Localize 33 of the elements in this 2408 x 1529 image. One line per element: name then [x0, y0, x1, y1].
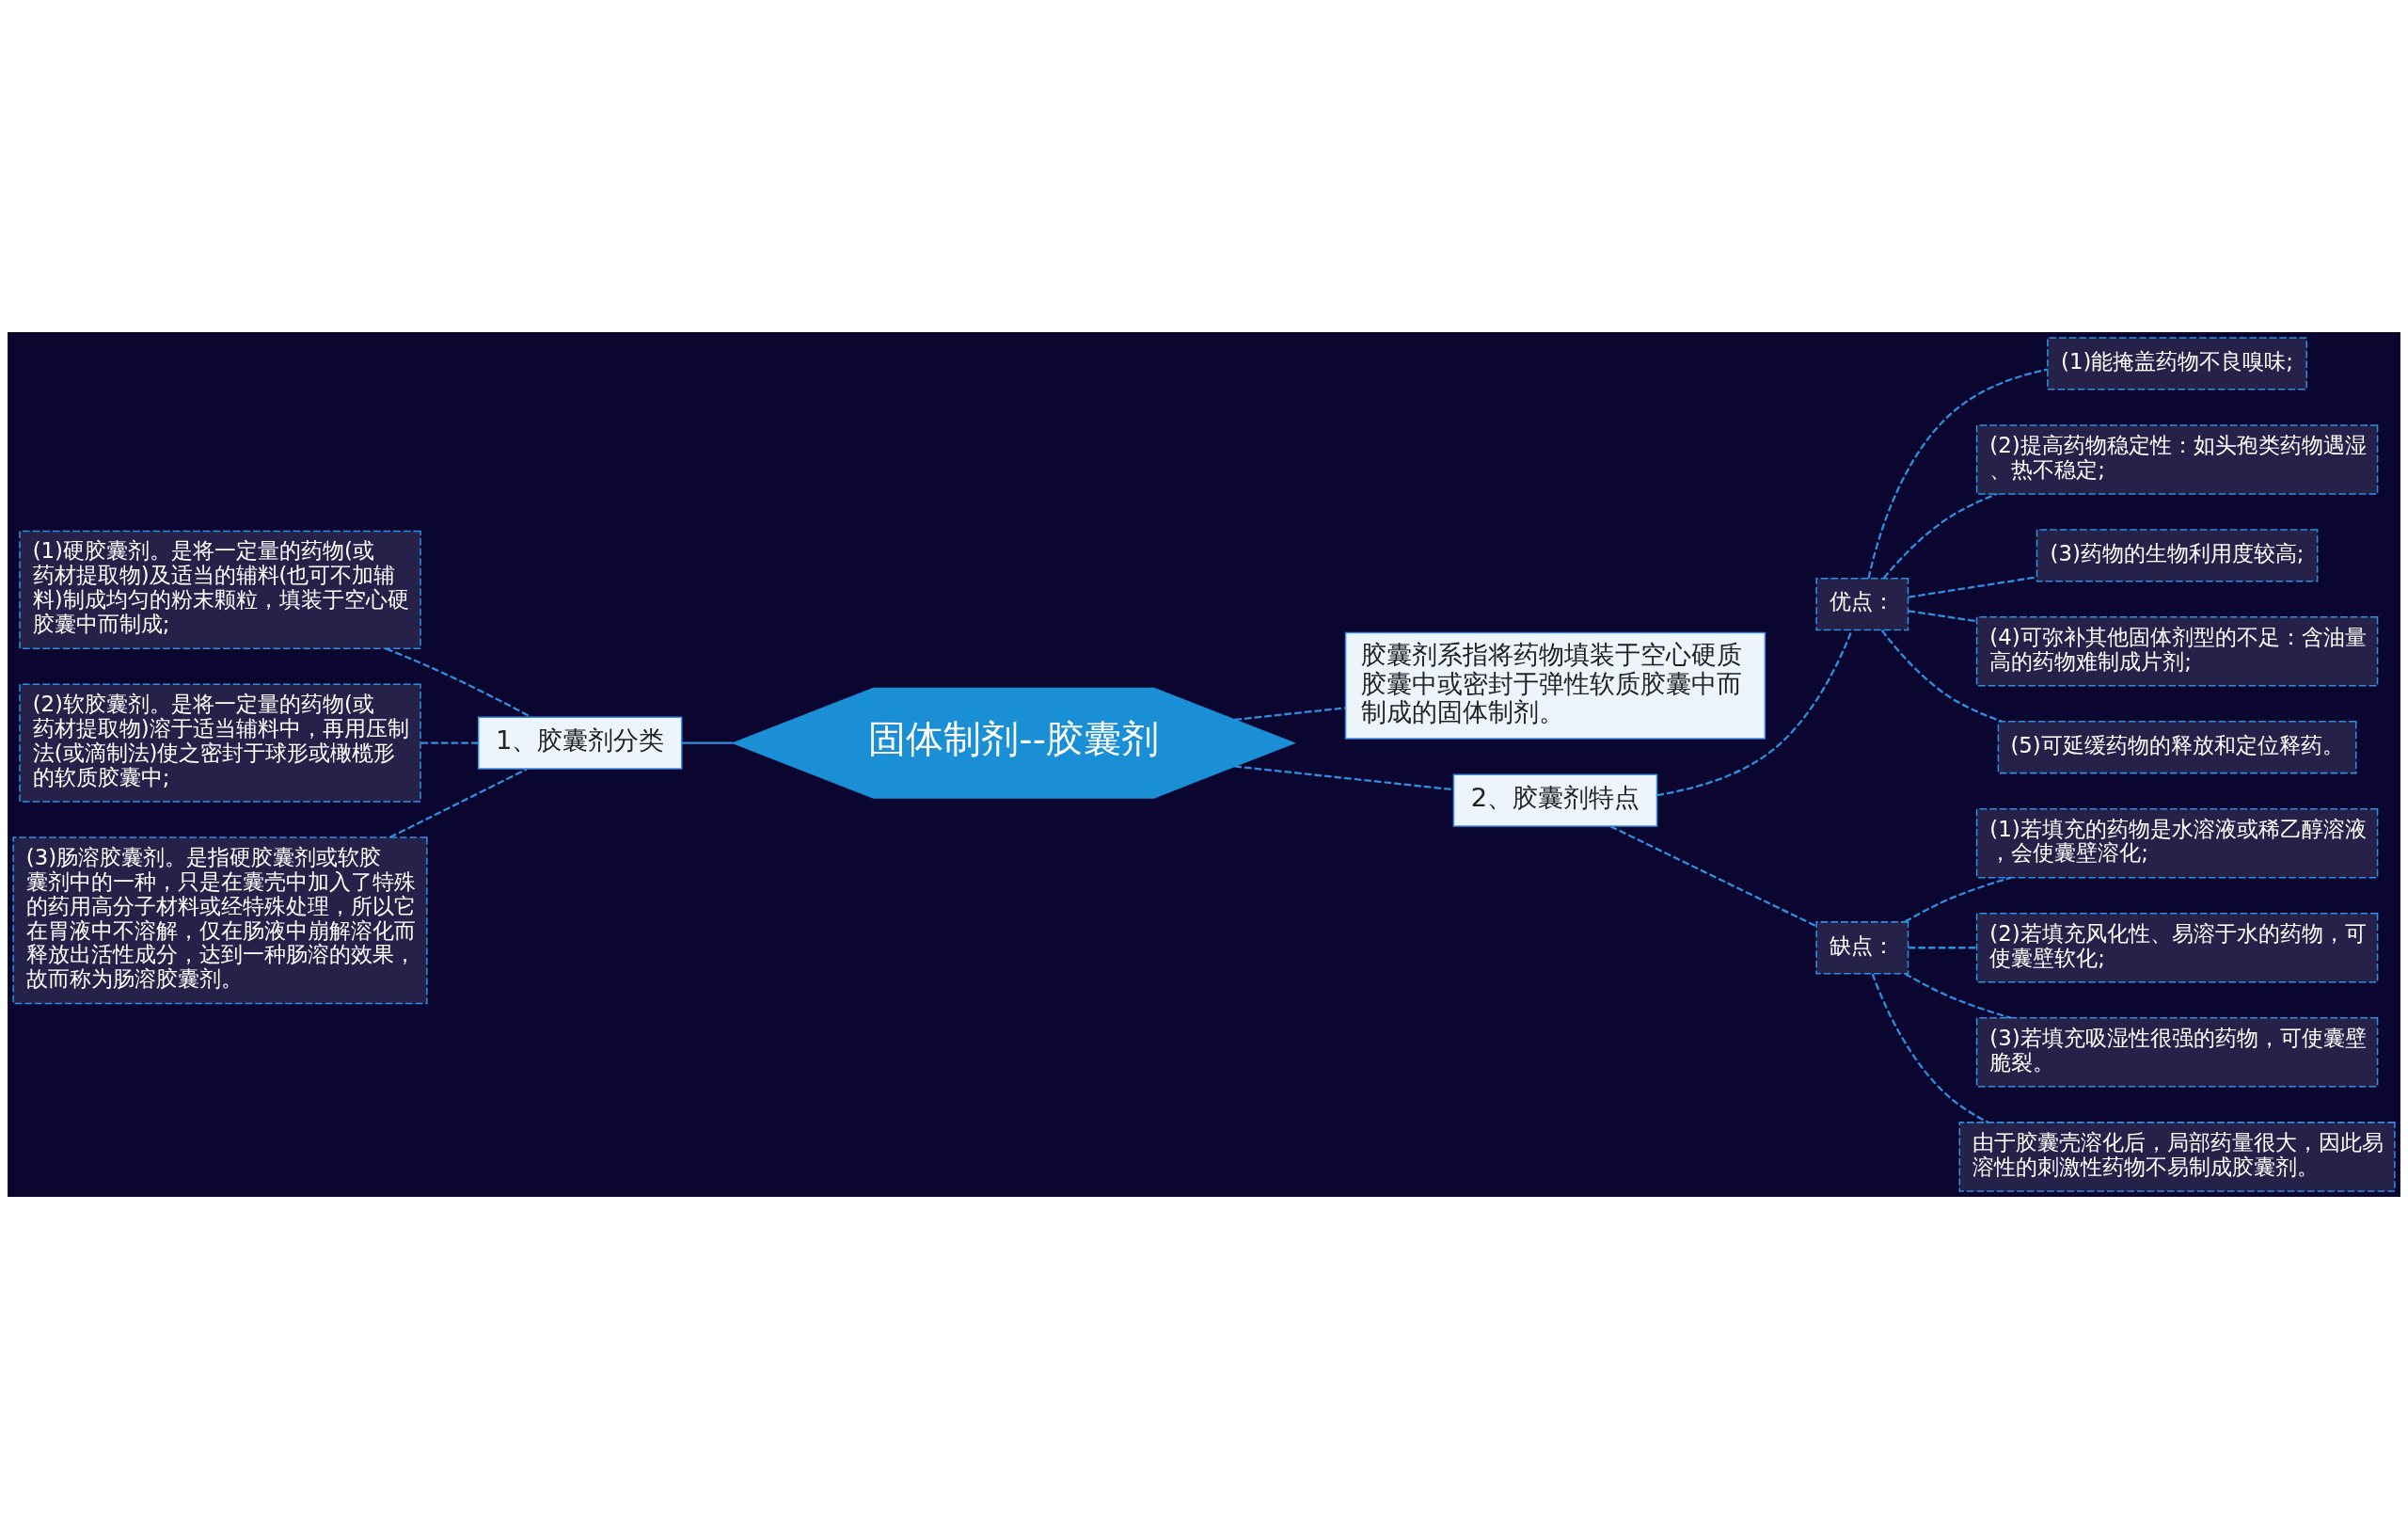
- connector: [1880, 629, 2003, 723]
- connector: [1908, 947, 1977, 949]
- connector: [1234, 707, 1346, 721]
- node-box: (1)硬胶囊剂。是将一定量的药物(或药材提取物)及适当的辅料(也可不加辅料)制成均匀的粉末颗粒，填装于空心硬胶囊中而制成;: [19, 530, 421, 649]
- connector: [1871, 973, 1989, 1123]
- node-box: 1、胶囊剂分类: [477, 716, 683, 770]
- connector: [1908, 576, 2037, 598]
- connector: [1609, 825, 1817, 928]
- node-box: 胶囊剂系指将药物填装于空心硬质胶囊中或密封于弹性软质胶囊中而制成的固体制剂。: [1344, 631, 1766, 740]
- connector: [1904, 876, 2012, 923]
- node-box: (5)可延缓药物的释放和定位释药。: [1997, 721, 2357, 774]
- node-box: (3)药物的生物利用度较高;: [2036, 529, 2319, 582]
- connector: [1867, 368, 2048, 579]
- node-box: 优点：: [1815, 577, 1909, 631]
- node-box: (2)提高药物稳定性：如头孢类药物遇湿、热不稳定;: [1975, 424, 2379, 495]
- node-box: (2)软胶囊剂。是将一定量的药物(或药材提取物)溶于适当辅料中，再用压制法(或滴制法)使之密封于球形或橄榄形的软质胶囊中;: [19, 683, 421, 803]
- connector: [682, 741, 734, 744]
- connector: [420, 741, 479, 744]
- connector: [1656, 629, 1853, 797]
- node-box: (3)若填充吸湿性很强的药物，可使囊壁脆裂。: [1975, 1017, 2379, 1088]
- node-box: (1)能掩盖药物不良嗅味;: [2047, 337, 2308, 390]
- node-box: 缺点：: [1815, 921, 1909, 975]
- node-box: 由于胶囊壳溶化后，局部药量很大，因此易溶性的刺激性药物不易制成胶囊剂。: [1958, 1122, 2396, 1192]
- connector: [1904, 972, 2012, 1019]
- connector: [385, 647, 532, 719]
- node-box: (1)若填充的药物是水溶液或稀乙醇溶液，会使囊壁溶化;: [1975, 807, 2379, 879]
- node-box: 2、胶囊剂特点: [1452, 773, 1658, 827]
- node-box: (4)可弥补其他固体剂型的不足：含油量高的药物难制成片剂;: [1975, 616, 2379, 687]
- connector: [1234, 765, 1453, 791]
- node-box: (3)肠溶胶囊剂。是指硬胶囊剂或软胶囊剂中的一种，只是在囊壳中加入了特殊的药用高分子材料或经特殊处理，所以它在胃液中不溶解，仅在肠液中崩解溶化而释放出活性成分，达到一种肠溶的效果，故而称为肠溶胶囊剂。: [12, 836, 428, 1005]
- connector: [1882, 492, 1998, 580]
- node-box: (2)若填充风化性、易溶于水的药物，可使囊壁软化;: [1975, 913, 2379, 983]
- connector: [1908, 610, 1977, 623]
